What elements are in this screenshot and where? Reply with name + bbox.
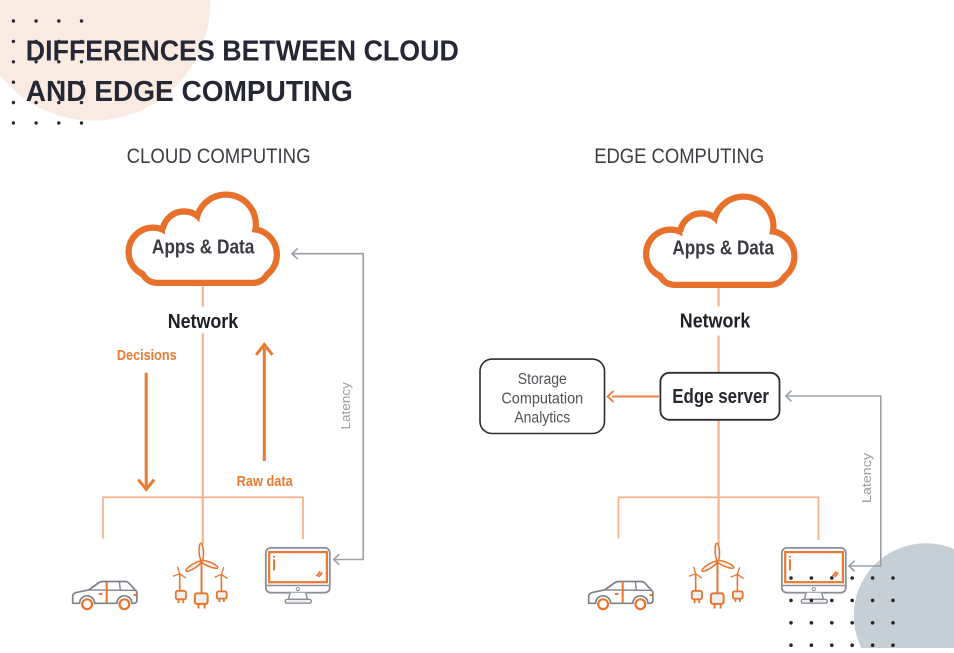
svg-text:Storage: Storage — [518, 371, 567, 388]
svg-text:Raw data: Raw data — [237, 474, 294, 490]
svg-text:CLOUD COMPUTING: CLOUD COMPUTING — [127, 145, 311, 168]
svg-text:Network: Network — [168, 311, 239, 333]
svg-text:Apps & Data: Apps & Data — [672, 237, 774, 259]
svg-text:Computation: Computation — [501, 390, 583, 407]
svg-text:Edge server: Edge server — [672, 386, 769, 408]
svg-text:Decisions: Decisions — [117, 348, 177, 364]
svg-text:Latency: Latency — [338, 382, 353, 430]
svg-text:Latency: Latency — [859, 452, 874, 503]
svg-text:EDGE COMPUTING: EDGE COMPUTING — [594, 145, 764, 168]
svg-text:Apps & Data: Apps & Data — [152, 236, 255, 258]
svg-text:Analytics: Analytics — [514, 409, 570, 426]
svg-text:AND EDGE COMPUTING: AND EDGE COMPUTING — [26, 76, 353, 108]
svg-text:DIFFERENCES BETWEEN CLOUD: DIFFERENCES BETWEEN CLOUD — [26, 35, 459, 67]
svg-text:Network: Network — [680, 311, 751, 333]
